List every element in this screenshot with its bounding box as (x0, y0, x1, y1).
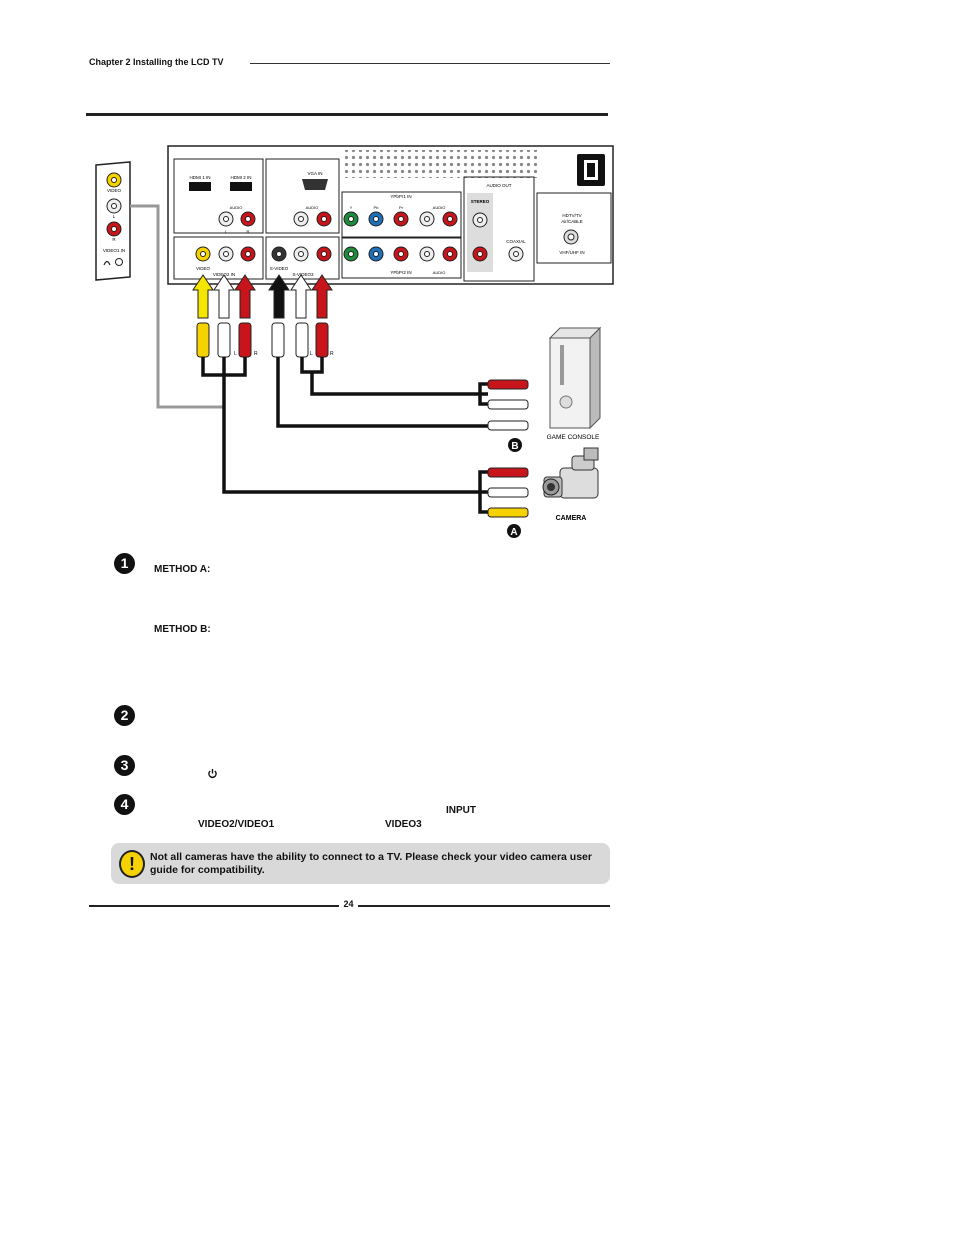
console-plug-red (487, 379, 529, 390)
footer-rule-left (89, 905, 339, 907)
section-rule (86, 113, 608, 116)
air-cable-label: Air/CABLE (561, 219, 583, 224)
console-plug-svideo (487, 420, 529, 431)
footer-rule-right (358, 905, 610, 907)
l-label: L (225, 229, 228, 234)
vga-port (302, 179, 328, 190)
plug-white-2 (295, 322, 309, 358)
side-input-label: VIDEO1 IN (103, 248, 125, 253)
plug-l-label-2: L (310, 351, 313, 357)
badge-b (508, 438, 522, 452)
video21-label: VIDEO2/VIDEO1 (198, 819, 275, 830)
plug-svideo (271, 322, 285, 358)
vga-label: VGA IN (307, 171, 322, 176)
y-label: Y (350, 205, 353, 210)
arrow-white-2 (290, 274, 312, 319)
plug-l-label: L (234, 351, 237, 357)
caution-text: Not all cameras have the ability to conn… (150, 851, 592, 876)
badge-b-text: B (511, 441, 518, 452)
audio-label-ypbpr2: AUDIO (433, 270, 446, 275)
plug-yellow (196, 322, 210, 358)
camera-icon (542, 447, 599, 499)
pr-label: Pr (399, 205, 404, 210)
caution-note: ! Not all cameras have the ability to co… (111, 843, 610, 884)
page-number: 24 (343, 899, 354, 909)
plug-r-label: R (254, 351, 258, 357)
header-rule (250, 63, 610, 64)
side-l-label: L (113, 214, 116, 219)
audio-label-vga: AUDIO (306, 205, 319, 210)
side-video-label: VIDEO (107, 188, 122, 193)
camera-label: CAMERA (556, 515, 587, 522)
coaxial-label: COAXIAL (506, 239, 526, 244)
camera-plug-white (487, 487, 529, 498)
headphone-icon (103, 260, 111, 266)
plug-r-label-2: R (330, 351, 334, 357)
chapter-header: Chapter 2 Installing the LCD TV (89, 57, 224, 67)
step-3-number: 3 (114, 755, 135, 776)
hdmi1-label: HDMI 1 IN (189, 175, 210, 180)
audio-out-label: AUDIO OUT (486, 183, 511, 188)
method-b-label: METHOD B: (154, 624, 211, 635)
hdtv-label: HDTV/TV (562, 213, 581, 218)
plug-red-2 (315, 322, 329, 358)
video2-video-label: VIDEO (196, 266, 211, 271)
camera-plug-yellow (487, 507, 529, 518)
plug-red (238, 322, 252, 358)
audio-label-ypbpr1: AUDIO (433, 205, 446, 210)
power-icon (208, 769, 217, 779)
arrow-red-2 (311, 274, 333, 319)
cables (201, 357, 488, 514)
audio-label-hdmi: AUDIO (230, 205, 243, 210)
plug-white (217, 322, 231, 358)
rear-panel: HDMI 1 IN HDMI 2 IN AUDIO L R VGA IN AUD… (167, 145, 614, 285)
pb-label: Pb (374, 205, 380, 210)
stereo-label: STEREO (471, 199, 490, 204)
side-panel: VIDEO L R VIDEO1 IN (95, 161, 131, 281)
game-console-label: GAME CONSOLE (547, 434, 600, 441)
video3-label: VIDEO3 (385, 819, 422, 830)
step-2-number: 2 (114, 705, 135, 726)
hdmi1-port (189, 182, 211, 191)
svideo-label: S-VIDEO (270, 266, 289, 271)
side-cable (130, 204, 223, 409)
input-button-label: INPUT (446, 805, 476, 816)
hdmi2-label: HDMI 2 IN (230, 175, 251, 180)
arrow-white (213, 274, 235, 319)
ypbpr1-label: YPbPr1 IN (390, 194, 411, 199)
r-label: R (247, 229, 250, 234)
hdmi2-port (230, 182, 252, 191)
method-a-label: METHOD A: (154, 564, 211, 575)
step-4-number: 4 (114, 794, 135, 815)
arrow-yellow (192, 274, 214, 319)
connection-diagram: VIDEO L R VIDEO1 IN HDMI 1 IN HDMI 2 IN … (95, 145, 614, 538)
badge-a-text: A (510, 527, 517, 538)
vhf-label: VHF/UHF IN (559, 250, 584, 255)
badge-a (507, 524, 521, 538)
svideo3-label: S-VIDEO3 (292, 272, 314, 277)
camera-plug-red (487, 467, 529, 478)
ypbpr2-label: YPbPr2 IN (390, 270, 411, 275)
step-1-number: 1 (114, 553, 135, 574)
game-console-icon (548, 326, 602, 430)
side-r-label: R (112, 237, 116, 242)
warning-icon: ! (119, 850, 145, 878)
console-plug-white (487, 399, 529, 410)
arrow-red (234, 274, 256, 319)
arrow-black (268, 274, 290, 319)
